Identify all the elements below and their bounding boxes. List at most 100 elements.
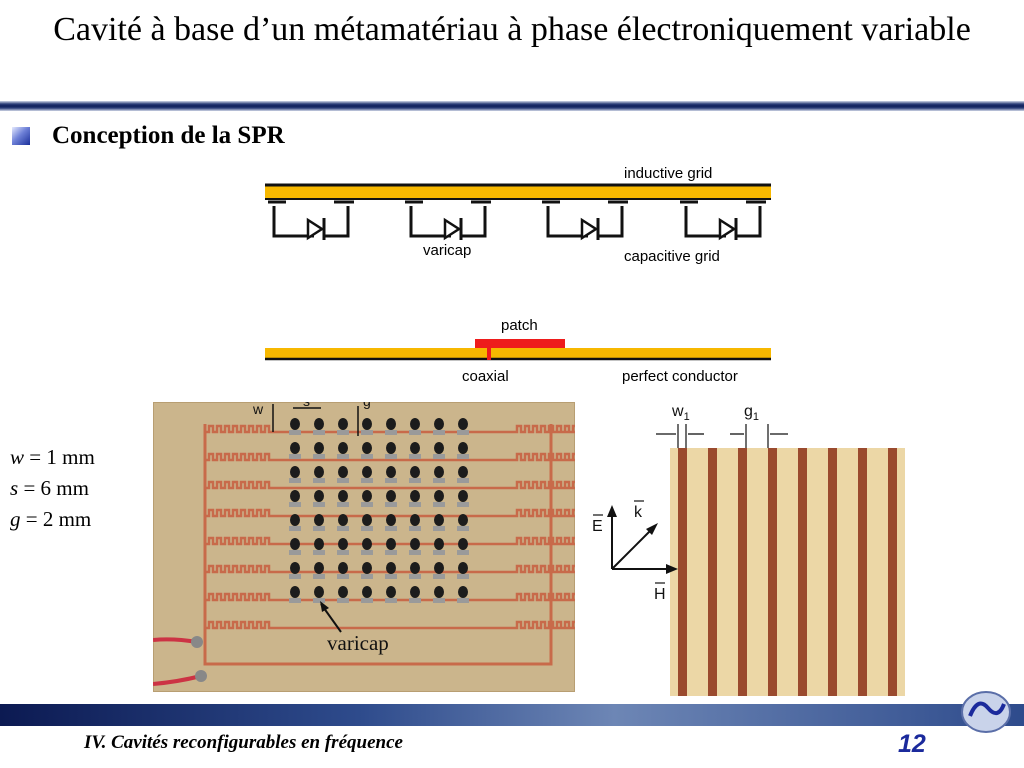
varicap-component: [290, 586, 300, 598]
solder-pad: [289, 598, 301, 603]
varicap-component: [434, 418, 444, 430]
varicap-component: [458, 466, 468, 478]
varicap-component: [290, 466, 300, 478]
varicap-diagram-label: varicap: [423, 242, 471, 259]
bias-traces: [205, 424, 575, 630]
substrate-bar: [265, 348, 771, 358]
varicap-component: [290, 490, 300, 502]
varicap-component: [290, 538, 300, 550]
solder-pad: [361, 454, 373, 459]
solder-pad: [457, 550, 469, 555]
solder-pad: [457, 526, 469, 531]
solder-pad: [385, 502, 397, 507]
metal-strip: [738, 448, 747, 696]
varicap-component: [410, 538, 420, 550]
bias-trace-row: [205, 508, 575, 518]
varicap-unit-1: [268, 200, 354, 241]
solder-pad: [337, 526, 349, 531]
varicap-component: [434, 586, 444, 598]
bias-trace-row: [205, 536, 575, 546]
institution-logo-icon: [961, 691, 1011, 733]
varicap-component: [458, 442, 468, 454]
solder-pad: [289, 526, 301, 531]
varicap-component: [314, 490, 324, 502]
bias-cables: [153, 636, 207, 686]
varicap-component: [314, 514, 324, 526]
param-g: g = 2 mm: [10, 507, 92, 531]
varicap-component: [314, 586, 324, 598]
footer-band: [0, 704, 1024, 726]
solder-pad: [385, 550, 397, 555]
varicap-unit-3: [542, 200, 628, 241]
page-number: 12: [898, 730, 926, 758]
perfect-conductor-label: perfect conductor: [622, 368, 738, 385]
varicap-component: [362, 466, 372, 478]
varicap-component: [410, 586, 420, 598]
varicap-component: [362, 562, 372, 574]
solder-pad: [385, 478, 397, 483]
metal-strip: [708, 448, 717, 696]
metal-strips: [678, 448, 897, 696]
h-vector-label: H: [654, 586, 666, 603]
varicap-component: [410, 562, 420, 574]
varicap-component: [386, 466, 396, 478]
metal-strip: [678, 448, 687, 696]
coaxial-label: coaxial: [462, 368, 509, 385]
solder-pad: [361, 550, 373, 555]
g1-label: g1: [744, 403, 759, 423]
varicap-component: [338, 562, 348, 574]
solder-pad: [433, 526, 445, 531]
solder-pad: [361, 478, 373, 483]
solder-pad: [337, 502, 349, 507]
varicap-component: [362, 418, 372, 430]
patch-label: patch: [501, 317, 538, 334]
solder-pad: [313, 550, 325, 555]
solder-pad: [457, 598, 469, 603]
varicap-component: [314, 538, 324, 550]
solder-pad: [337, 598, 349, 603]
varicap-component: [386, 538, 396, 550]
solder-pad: [433, 478, 445, 483]
varicap-component: [386, 562, 396, 574]
varicap-component: [290, 442, 300, 454]
solder-pad: [289, 454, 301, 459]
varicap-unit-2: [405, 200, 491, 241]
varicap-component: [410, 514, 420, 526]
inductive-grid-bar: [265, 185, 771, 199]
solder-pad: [313, 598, 325, 603]
solder-pad: [409, 526, 421, 531]
footer-section-title: IV. Cavités reconfigurables en fréquence: [84, 732, 403, 753]
s-dimension-label: s: [303, 402, 310, 409]
solder-pad: [433, 574, 445, 579]
title-divider: [0, 101, 1024, 111]
solder-pad: [361, 526, 373, 531]
solder-pad: [337, 478, 349, 483]
k-vector-label: k: [634, 504, 643, 521]
varicap-component: [410, 418, 420, 430]
metal-strip: [768, 448, 777, 696]
field-vectors-diagram: E k H: [592, 500, 678, 603]
solder-pad: [457, 430, 469, 435]
solder-pad: [433, 502, 445, 507]
param-w: w = 1 mm: [10, 445, 95, 469]
solder-pad: [385, 598, 397, 603]
solder-pad: [409, 454, 421, 459]
solder-pad: [337, 430, 349, 435]
param-s: s = 6 mm: [10, 476, 89, 500]
solder-pad: [409, 574, 421, 579]
solder-pad: [313, 574, 325, 579]
solder-pad: [385, 574, 397, 579]
solder-pad: [361, 598, 373, 603]
solder-pad: [409, 430, 421, 435]
varicap-component: [314, 466, 324, 478]
varicap-photo-label: varicap: [327, 631, 389, 655]
varicap-component: [362, 490, 372, 502]
g-dimension-label: g: [363, 402, 371, 409]
solder-pad: [457, 574, 469, 579]
solder-pad: [289, 574, 301, 579]
varicap-component: [410, 490, 420, 502]
metal-strip: [858, 448, 867, 696]
bias-trace-row: [205, 592, 575, 602]
solder-pad: [361, 430, 373, 435]
varicap-component: [362, 586, 372, 598]
